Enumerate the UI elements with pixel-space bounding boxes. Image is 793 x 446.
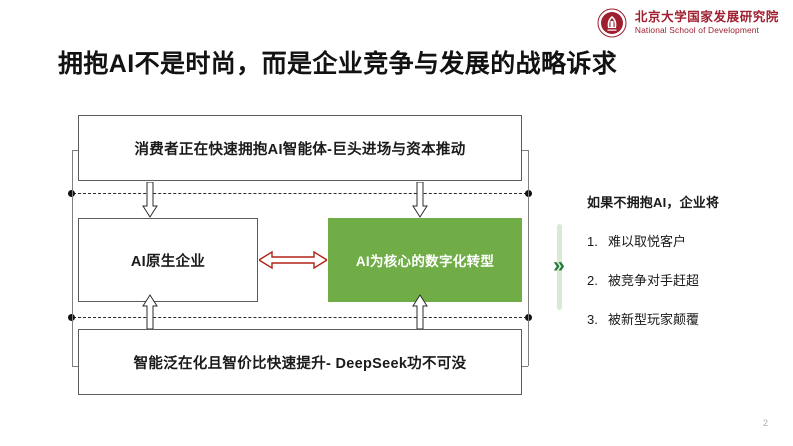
institution-logo: 北京大学国家发展研究院 National School of Developme… — [597, 8, 779, 38]
right-loop-connector — [528, 150, 529, 366]
connector-dot — [68, 190, 75, 197]
page-number: 2 — [762, 418, 768, 428]
logo-title-cn: 北京大学国家发展研究院 — [634, 10, 779, 25]
block-arrow-down-icon — [142, 182, 158, 218]
consequences-heading: 如果不拥抱AI，企业将 — [587, 195, 720, 210]
list-item-label: 被新型玩家颠覆 — [608, 312, 700, 327]
double-chevron-right-icon: » — [553, 254, 565, 277]
list-item: 3. 被新型玩家颠覆 — [587, 309, 787, 328]
page-title: 拥抱AI不是时尚，而是企业竞争与发展的战略诉求 — [58, 50, 618, 78]
box-intelligence-ubiquity[interactable]: 智能泛在化且智价比快速提升- DeepSeek功不可没 — [78, 329, 522, 395]
box-bottom-label: 智能泛在化且智价比快速提升- DeepSeek功不可没 — [133, 355, 467, 372]
logo-title-en: National School of Development — [634, 25, 760, 36]
list-item-label: 难以取悦客户 — [608, 234, 687, 249]
box-left-label: AI原生企业 — [130, 253, 206, 270]
box-ai-digital-transformation[interactable]: AI为核心的数字化转型 — [328, 218, 522, 302]
block-arrow-up-icon — [412, 294, 428, 330]
consequences-panel: 如果不拥抱AI，企业将 1. 难以取悦客户 2. 被竞争对手赶超 3. 被新型玩… — [587, 192, 787, 348]
box-consumer-adoption[interactable]: 消费者正在快速拥抱AI智能体-巨头进场与资本推动 — [78, 115, 522, 181]
left-loop-connector — [72, 150, 73, 366]
double-headed-arrow-icon — [259, 250, 327, 270]
block-arrow-down-icon — [412, 182, 428, 218]
list-item: 2. 被竞争对手赶超 — [587, 270, 787, 289]
list-item-label: 被竞争对手赶超 — [608, 273, 700, 288]
section-divider: » — [548, 224, 570, 310]
box-green-label: AI为核心的数字化转型 — [355, 254, 495, 269]
flow-diagram: 消费者正在快速拥抱AI智能体-巨头进场与资本推动 AI原生企业 AI为核心的数字… — [60, 110, 540, 400]
list-item-number: 2. — [587, 273, 598, 288]
pku-nsd-seal-icon — [597, 8, 627, 38]
list-item-number: 3. — [587, 312, 598, 327]
box-ai-native-enterprise[interactable]: AI原生企业 — [78, 218, 258, 302]
block-arrow-up-icon — [142, 294, 158, 330]
divider-bar — [557, 224, 562, 310]
list-item-number: 1. — [587, 234, 598, 249]
dashed-guide-upper — [68, 193, 532, 194]
connector-dot — [68, 314, 75, 321]
box-top-label: 消费者正在快速拥抱AI智能体-巨头进场与资本推动 — [134, 141, 466, 158]
list-item: 1. 难以取悦客户 — [587, 231, 787, 250]
logo-text-block: 北京大学国家发展研究院 National School of Developme… — [634, 10, 779, 36]
dashed-guide-lower — [68, 317, 532, 318]
